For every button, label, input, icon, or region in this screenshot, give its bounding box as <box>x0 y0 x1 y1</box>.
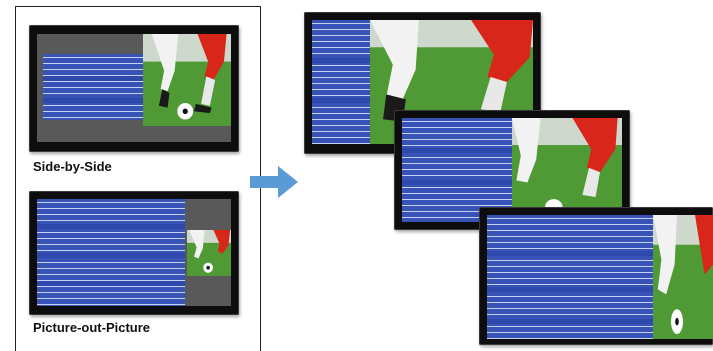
tv-screen <box>37 34 231 142</box>
tv-picture-out-picture <box>29 191 239 315</box>
text-document-icon <box>37 199 185 306</box>
tv-screen <box>37 199 231 306</box>
text-document-icon <box>43 54 143 120</box>
soccer-photo-icon <box>143 34 231 126</box>
text-document-icon <box>312 20 370 144</box>
text-document-icon <box>487 215 653 339</box>
tv-side-by-side <box>29 25 239 152</box>
mode-label-side-by-side: Side-by-Side <box>33 159 112 174</box>
arrow-right-icon <box>250 166 300 198</box>
soccer-photo-icon <box>653 215 713 339</box>
mode-label-picture-out-picture: Picture-out-Picture <box>33 320 150 335</box>
tv-stack-3 <box>479 207 713 345</box>
tv-screen <box>487 215 713 339</box>
soccer-photo-icon <box>187 230 231 276</box>
